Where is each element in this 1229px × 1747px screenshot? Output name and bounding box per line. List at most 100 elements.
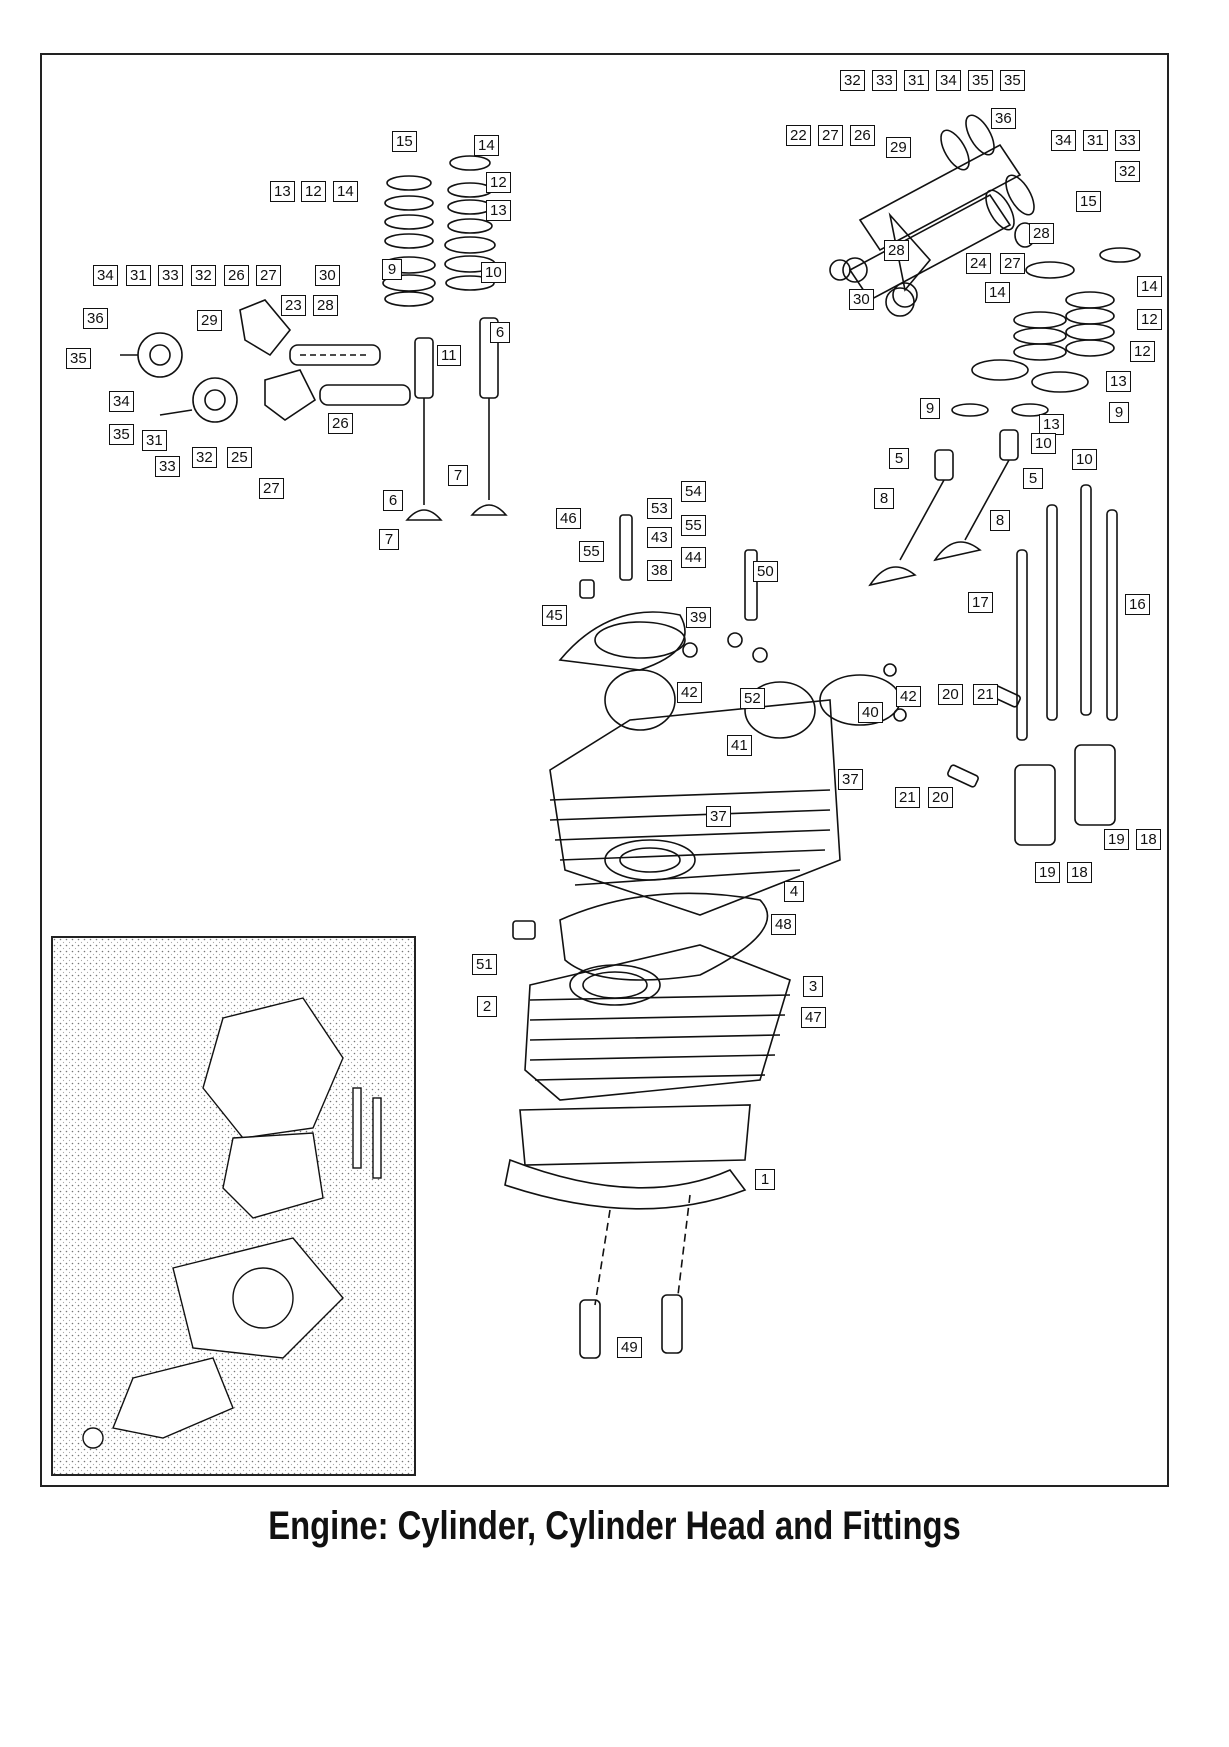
- callout-13: 13: [486, 200, 511, 221]
- callout-27: 27: [259, 478, 284, 499]
- left-rocker-shafts: [120, 299, 411, 423]
- callout-23: 23: [281, 295, 306, 316]
- callout-31: 31: [142, 430, 167, 451]
- left-valve-springs: [382, 155, 496, 307]
- callout-35: 35: [1000, 70, 1025, 91]
- callout-17: 17: [968, 592, 993, 613]
- callout-38: 38: [647, 560, 672, 581]
- tappets: [947, 684, 1116, 846]
- callout-31: 31: [126, 265, 151, 286]
- pushrods: [1016, 484, 1118, 741]
- callout-46: 46: [556, 508, 581, 529]
- callout-30: 30: [315, 265, 340, 286]
- callout-10: 10: [1072, 449, 1097, 470]
- callout-8: 8: [874, 488, 894, 509]
- engine-overview-drawing: [53, 938, 414, 1474]
- cylinder-gasket: [559, 892, 769, 981]
- callout-35: 35: [66, 348, 91, 369]
- left-valves: [405, 317, 508, 521]
- cylinder-barrel: [504, 944, 791, 1210]
- callout-18: 18: [1136, 829, 1161, 850]
- callout-12: 12: [486, 172, 511, 193]
- callout-13: 13: [1106, 371, 1131, 392]
- cylinder-head: [549, 611, 841, 916]
- diagram-caption: Engine: Cylinder, Cylinder Head and Fitt…: [268, 1504, 961, 1548]
- head-bolts: [579, 514, 758, 621]
- callout-42: 42: [677, 682, 702, 703]
- callout-18: 18: [1067, 862, 1092, 883]
- callout-35: 35: [109, 424, 134, 445]
- callout-5: 5: [889, 448, 909, 469]
- callout-47: 47: [801, 1007, 826, 1028]
- callout-49: 49: [617, 1337, 642, 1358]
- callout-9: 9: [382, 259, 402, 280]
- callout-9: 9: [920, 398, 940, 419]
- callout-19: 19: [1104, 829, 1129, 850]
- callout-35: 35: [968, 70, 993, 91]
- callout-9: 9: [1109, 402, 1129, 423]
- callout-16: 16: [1125, 594, 1150, 615]
- callout-26: 26: [328, 413, 353, 434]
- callout-14: 14: [333, 181, 358, 202]
- callout-20: 20: [938, 684, 963, 705]
- callout-50: 50: [753, 561, 778, 582]
- callout-34: 34: [936, 70, 961, 91]
- callout-33: 33: [155, 456, 180, 477]
- callout-52: 52: [740, 688, 765, 709]
- callout-33: 33: [158, 265, 183, 286]
- callout-33: 33: [1115, 130, 1140, 151]
- callout-32: 32: [840, 70, 865, 91]
- callout-10: 10: [481, 262, 506, 283]
- callout-21: 21: [895, 787, 920, 808]
- right-valve-springs: [951, 247, 1141, 417]
- dowels: [512, 920, 691, 1359]
- callout-29: 29: [197, 310, 222, 331]
- callout-31: 31: [1083, 130, 1108, 151]
- callout-4: 4: [784, 881, 804, 902]
- callout-55: 55: [579, 541, 604, 562]
- callout-34: 34: [1051, 130, 1076, 151]
- callout-22: 22: [786, 125, 811, 146]
- callout-27: 27: [256, 265, 281, 286]
- callout-28: 28: [884, 240, 909, 261]
- callout-32: 32: [191, 265, 216, 286]
- callout-39: 39: [686, 607, 711, 628]
- callout-19: 19: [1035, 862, 1060, 883]
- callout-2: 2: [477, 996, 497, 1017]
- callout-8: 8: [990, 510, 1010, 531]
- callout-37: 37: [706, 806, 731, 827]
- callout-12: 12: [301, 181, 326, 202]
- callout-30: 30: [849, 289, 874, 310]
- engine-overview-inset: [51, 936, 416, 1476]
- callout-55: 55: [681, 515, 706, 536]
- callout-54: 54: [681, 481, 706, 502]
- callout-53: 53: [647, 498, 672, 519]
- callout-25: 25: [227, 447, 252, 468]
- callout-36: 36: [83, 308, 108, 329]
- callout-15: 15: [1076, 191, 1101, 212]
- callout-40: 40: [858, 702, 883, 723]
- callout-26: 26: [850, 125, 875, 146]
- callout-1: 1: [755, 1169, 775, 1190]
- callout-29: 29: [886, 137, 911, 158]
- callout-27: 27: [1000, 253, 1025, 274]
- callout-10: 10: [1031, 433, 1056, 454]
- callout-24: 24: [966, 253, 991, 274]
- callout-28: 28: [1029, 223, 1054, 244]
- callout-13: 13: [270, 181, 295, 202]
- callout-14: 14: [474, 135, 499, 156]
- callout-11: 11: [437, 345, 461, 366]
- callout-48: 48: [771, 914, 796, 935]
- callout-41: 41: [727, 735, 752, 756]
- callout-7: 7: [448, 465, 468, 486]
- callout-32: 32: [192, 447, 217, 468]
- callout-27: 27: [818, 125, 843, 146]
- callout-44: 44: [681, 547, 706, 568]
- callout-42: 42: [896, 686, 921, 707]
- callout-15: 15: [392, 131, 417, 152]
- callout-45: 45: [542, 605, 567, 626]
- callout-36: 36: [991, 108, 1016, 129]
- callout-5: 5: [1023, 468, 1043, 489]
- callout-32: 32: [1115, 161, 1140, 182]
- callout-33: 33: [872, 70, 897, 91]
